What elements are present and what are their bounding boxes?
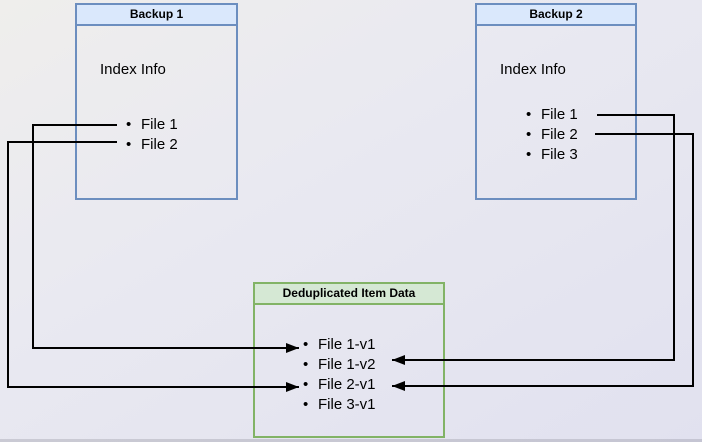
file-label: File 1-v1 <box>318 336 376 353</box>
file-label: File 3 <box>541 146 578 163</box>
file-label: File 2 <box>541 126 578 143</box>
file-label: File 2 <box>141 136 178 153</box>
file-label: File 1 <box>541 106 578 123</box>
list-item: File 1-v1 <box>303 335 376 355</box>
bottom-window-edge <box>0 439 702 442</box>
file-label: File 1-v2 <box>318 356 376 373</box>
list-item: File 1 <box>526 105 578 125</box>
list-item: File 2 <box>126 135 178 155</box>
backup2-file-list: File 1 File 2 File 3 <box>526 105 578 165</box>
list-item: File 1-v2 <box>303 355 376 375</box>
backup1-title: Backup 1 <box>77 5 236 26</box>
file-label: File 2-v1 <box>318 376 376 393</box>
file-label: File 1 <box>141 116 178 133</box>
dedup-title: Deduplicated Item Data <box>255 284 443 305</box>
backup2-title: Backup 2 <box>477 5 635 26</box>
dedup-box: Deduplicated Item Data File 1-v1 File 1-… <box>253 282 445 438</box>
list-item: File 3-v1 <box>303 395 376 415</box>
list-item: File 2 <box>526 125 578 145</box>
backup1-file-list: File 1 File 2 <box>126 115 178 155</box>
backup2-box: Backup 2 Index Info File 1 File 2 File 3 <box>475 3 637 200</box>
list-item: File 2-v1 <box>303 375 376 395</box>
backup1-box: Backup 1 Index Info File 1 File 2 <box>75 3 238 200</box>
list-item: File 1 <box>126 115 178 135</box>
file-label: File 3-v1 <box>318 396 376 413</box>
backup1-index-info-label: Index Info <box>100 61 166 78</box>
backup2-index-info-label: Index Info <box>500 61 566 78</box>
dedup-file-list: File 1-v1 File 1-v2 File 2-v1 File 3-v1 <box>303 335 376 415</box>
list-item: File 3 <box>526 145 578 165</box>
